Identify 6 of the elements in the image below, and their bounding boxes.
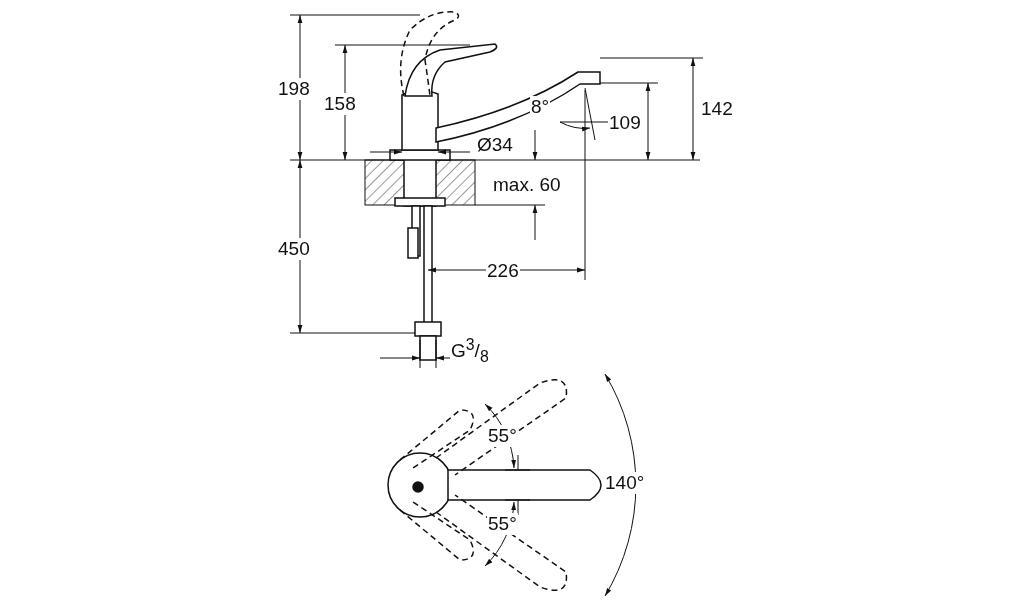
angle-label: 55°: [487, 425, 518, 447]
dimension-label: 158: [323, 93, 357, 115]
dimension-label: 450: [277, 238, 311, 260]
dimension-label: 198: [277, 78, 311, 100]
angle-label: 140°: [604, 472, 646, 494]
angle-label: 55°: [487, 513, 518, 535]
